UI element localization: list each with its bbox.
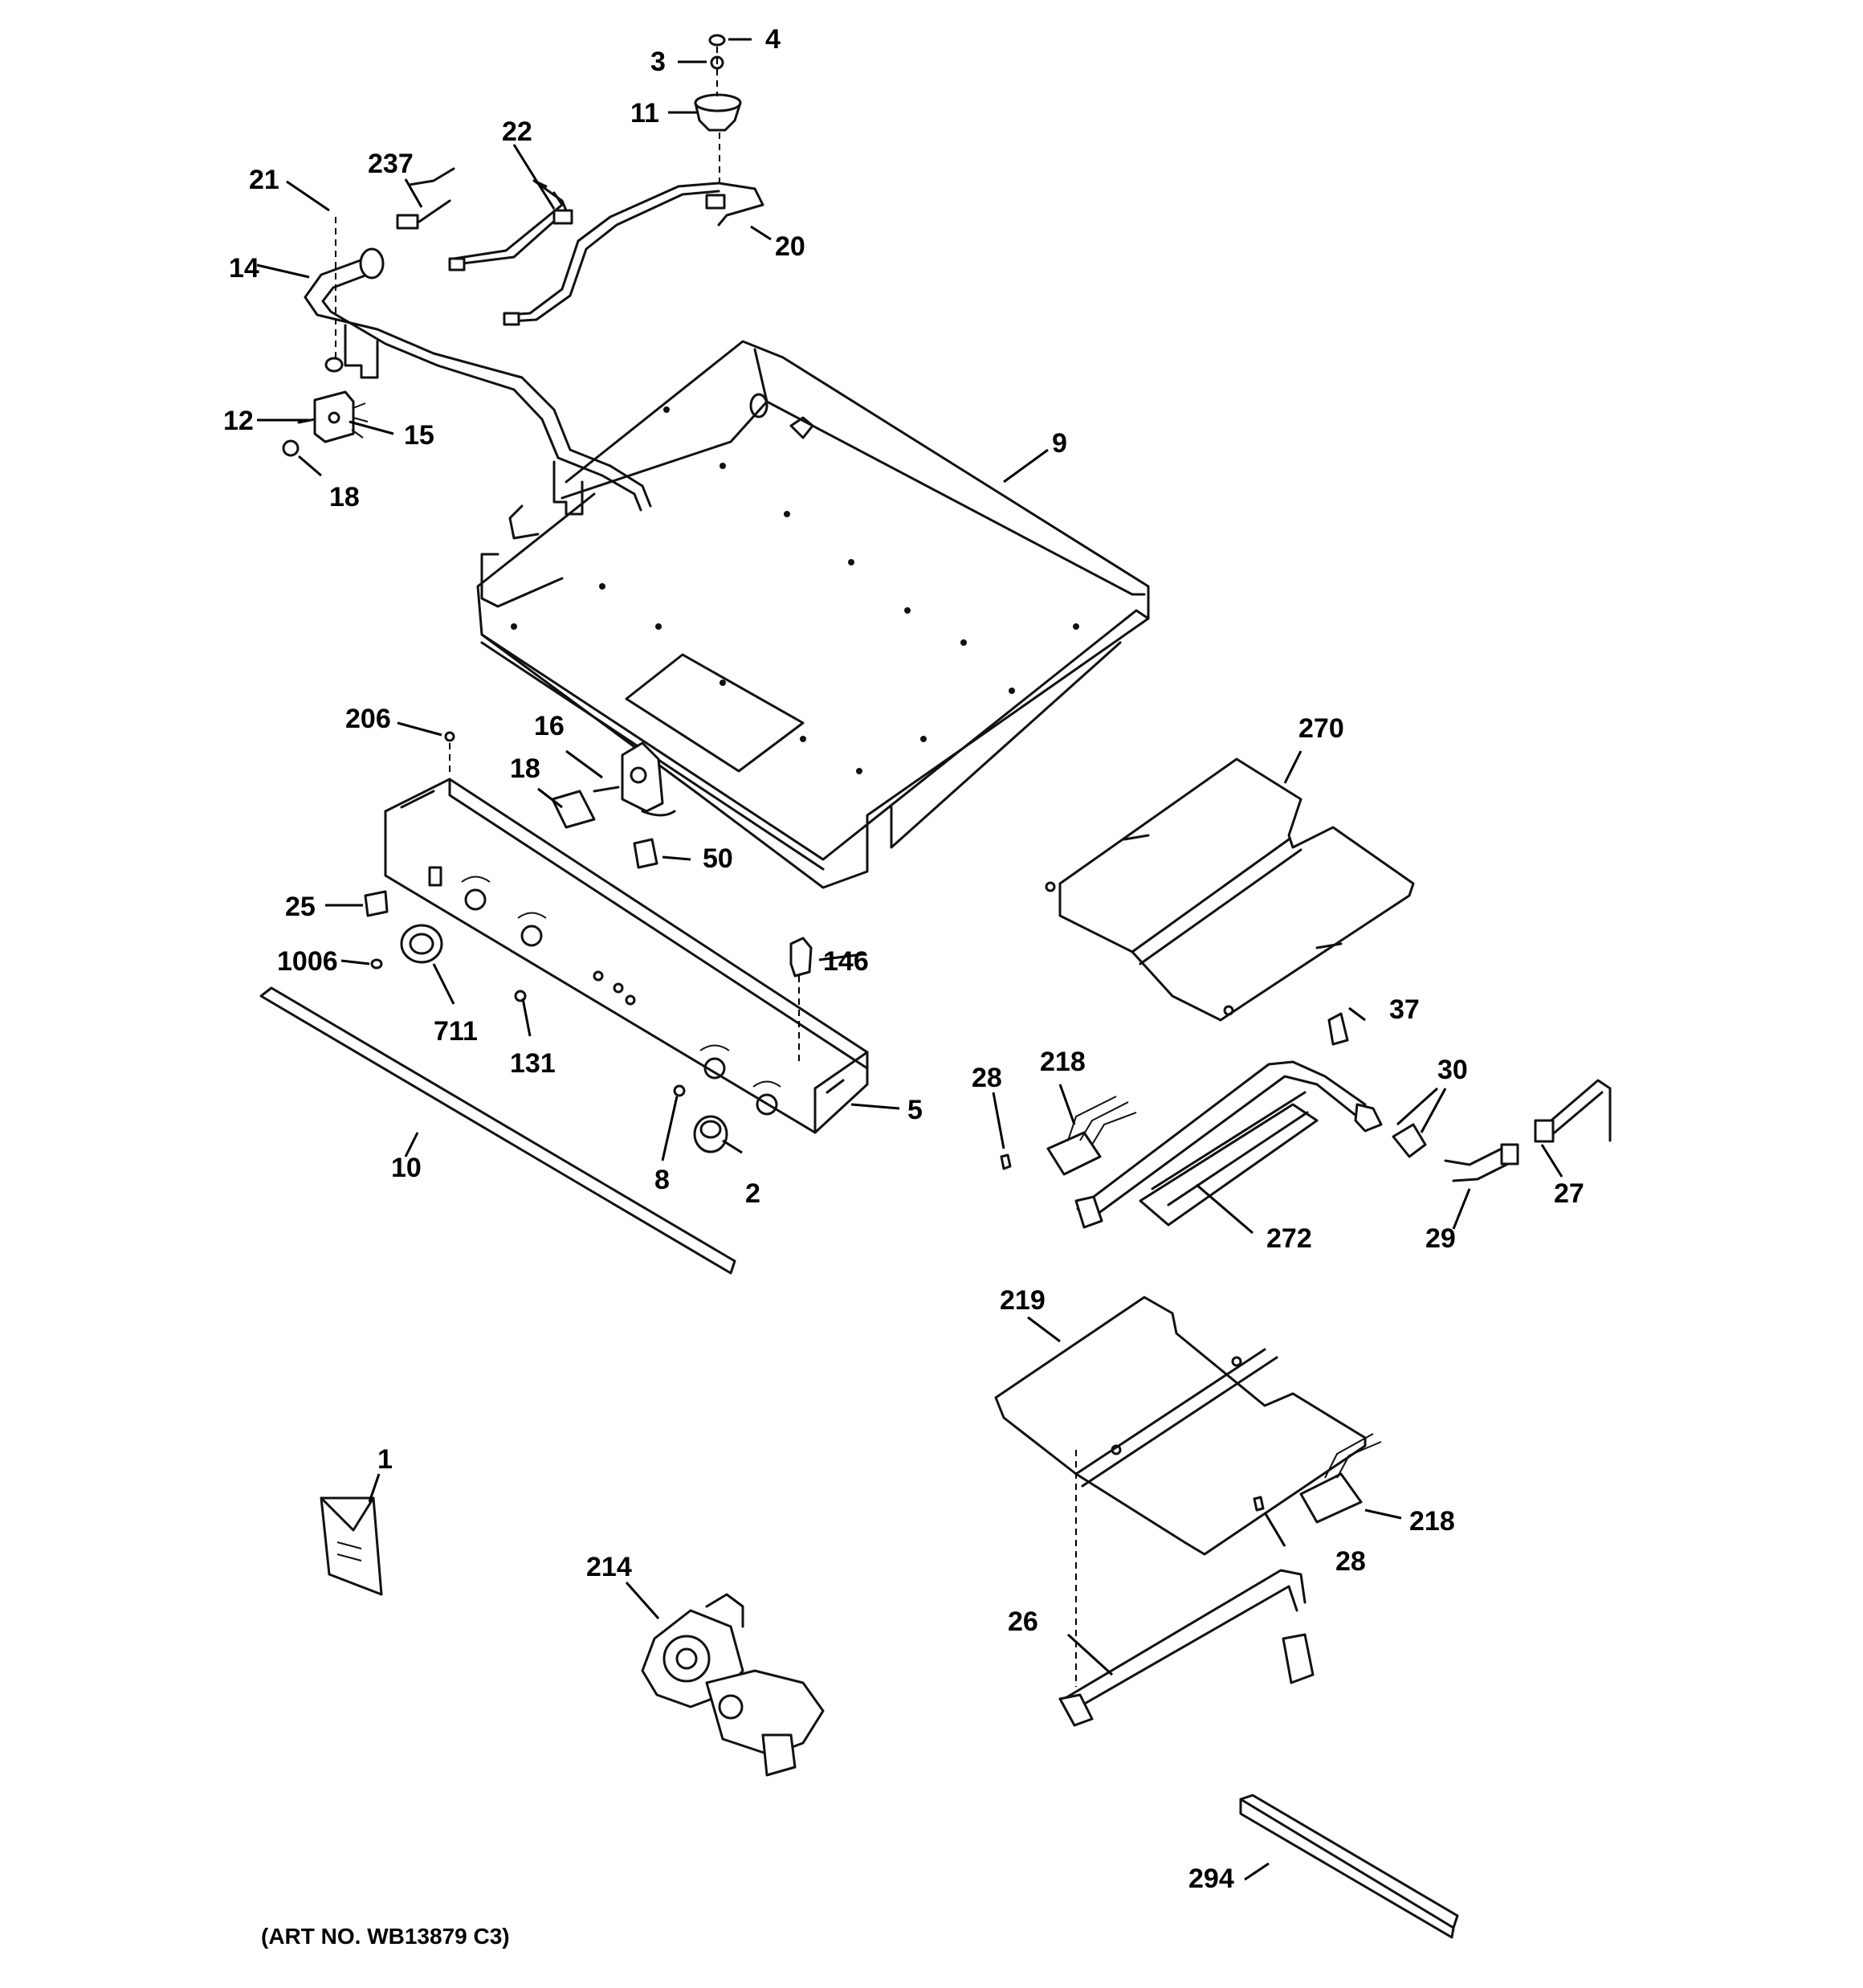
callout-37: 37 <box>1389 994 1420 1025</box>
callout-18-upper: 18 <box>329 482 360 512</box>
callout-711: 711 <box>434 1016 478 1047</box>
bracket-294 <box>1239 1794 1459 1939</box>
burner-shield-upper <box>1045 757 1415 1022</box>
burner-head-assembly <box>694 34 742 186</box>
callout-146: 146 <box>823 946 869 977</box>
bake-burner <box>1074 1012 1383 1229</box>
callout-27: 27 <box>1554 1178 1584 1209</box>
callout-10: 10 <box>391 1153 422 1183</box>
callout-18-lower: 18 <box>510 753 540 784</box>
callout-9: 9 <box>1052 428 1067 459</box>
callout-237: 237 <box>368 149 414 179</box>
callout-12: 12 <box>223 406 254 436</box>
callout-2: 2 <box>745 1178 760 1209</box>
callout-30: 30 <box>1437 1055 1468 1085</box>
callout-4: 4 <box>765 24 781 55</box>
callout-294: 294 <box>1188 1863 1234 1894</box>
broil-burner <box>1058 1450 1315 1727</box>
callout-11: 11 <box>630 98 659 129</box>
art-number: (ART NO. WB13879 C3) <box>261 1924 510 1949</box>
callout-5: 5 <box>907 1095 923 1125</box>
callout-29: 29 <box>1425 1223 1456 1254</box>
callout-22: 22 <box>502 116 532 147</box>
callout-270: 270 <box>1298 713 1344 744</box>
callout-28-upper: 28 <box>972 1063 1002 1093</box>
callout-3: 3 <box>650 47 666 77</box>
igniter-lower <box>1253 1433 1382 1524</box>
callout-26: 26 <box>1008 1606 1038 1637</box>
orifice-tubes <box>396 167 764 326</box>
callout-219: 219 <box>1000 1285 1046 1316</box>
literature-kit <box>320 1496 383 1596</box>
control-panel <box>364 731 869 1153</box>
callout-272: 272 <box>1266 1223 1312 1254</box>
callout-131: 131 <box>510 1048 556 1079</box>
callout-15: 15 <box>404 420 434 451</box>
callout-218-lower: 218 <box>1409 1506 1455 1537</box>
callout-1006: 1006 <box>277 946 338 977</box>
callout-206: 206 <box>345 704 391 734</box>
valve-bracket-left <box>282 390 369 457</box>
callout-1: 1 <box>377 1444 393 1475</box>
gas-manifold <box>304 217 652 516</box>
leader-lines <box>256 38 1563 1881</box>
callout-28-lower: 28 <box>1335 1546 1366 1577</box>
callout-25: 25 <box>285 892 316 922</box>
igniter-upper <box>1000 1096 1137 1176</box>
callout-8: 8 <box>654 1165 670 1195</box>
callout-20: 20 <box>775 231 805 262</box>
gas-connector <box>1392 1079 1612 1182</box>
callout-214: 214 <box>586 1552 632 1582</box>
callout-14: 14 <box>229 253 259 284</box>
oven-gas-valve <box>641 1593 825 1777</box>
callout-218-upper: 218 <box>1040 1047 1086 1077</box>
callout-50: 50 <box>703 843 733 874</box>
callout-21: 21 <box>249 165 279 195</box>
callouts: 4 3 11 22 237 21 20 14 12 15 18 9 206 16… <box>223 24 1584 1894</box>
control-panel-trim-strip <box>259 986 736 1275</box>
callout-16: 16 <box>534 711 565 741</box>
